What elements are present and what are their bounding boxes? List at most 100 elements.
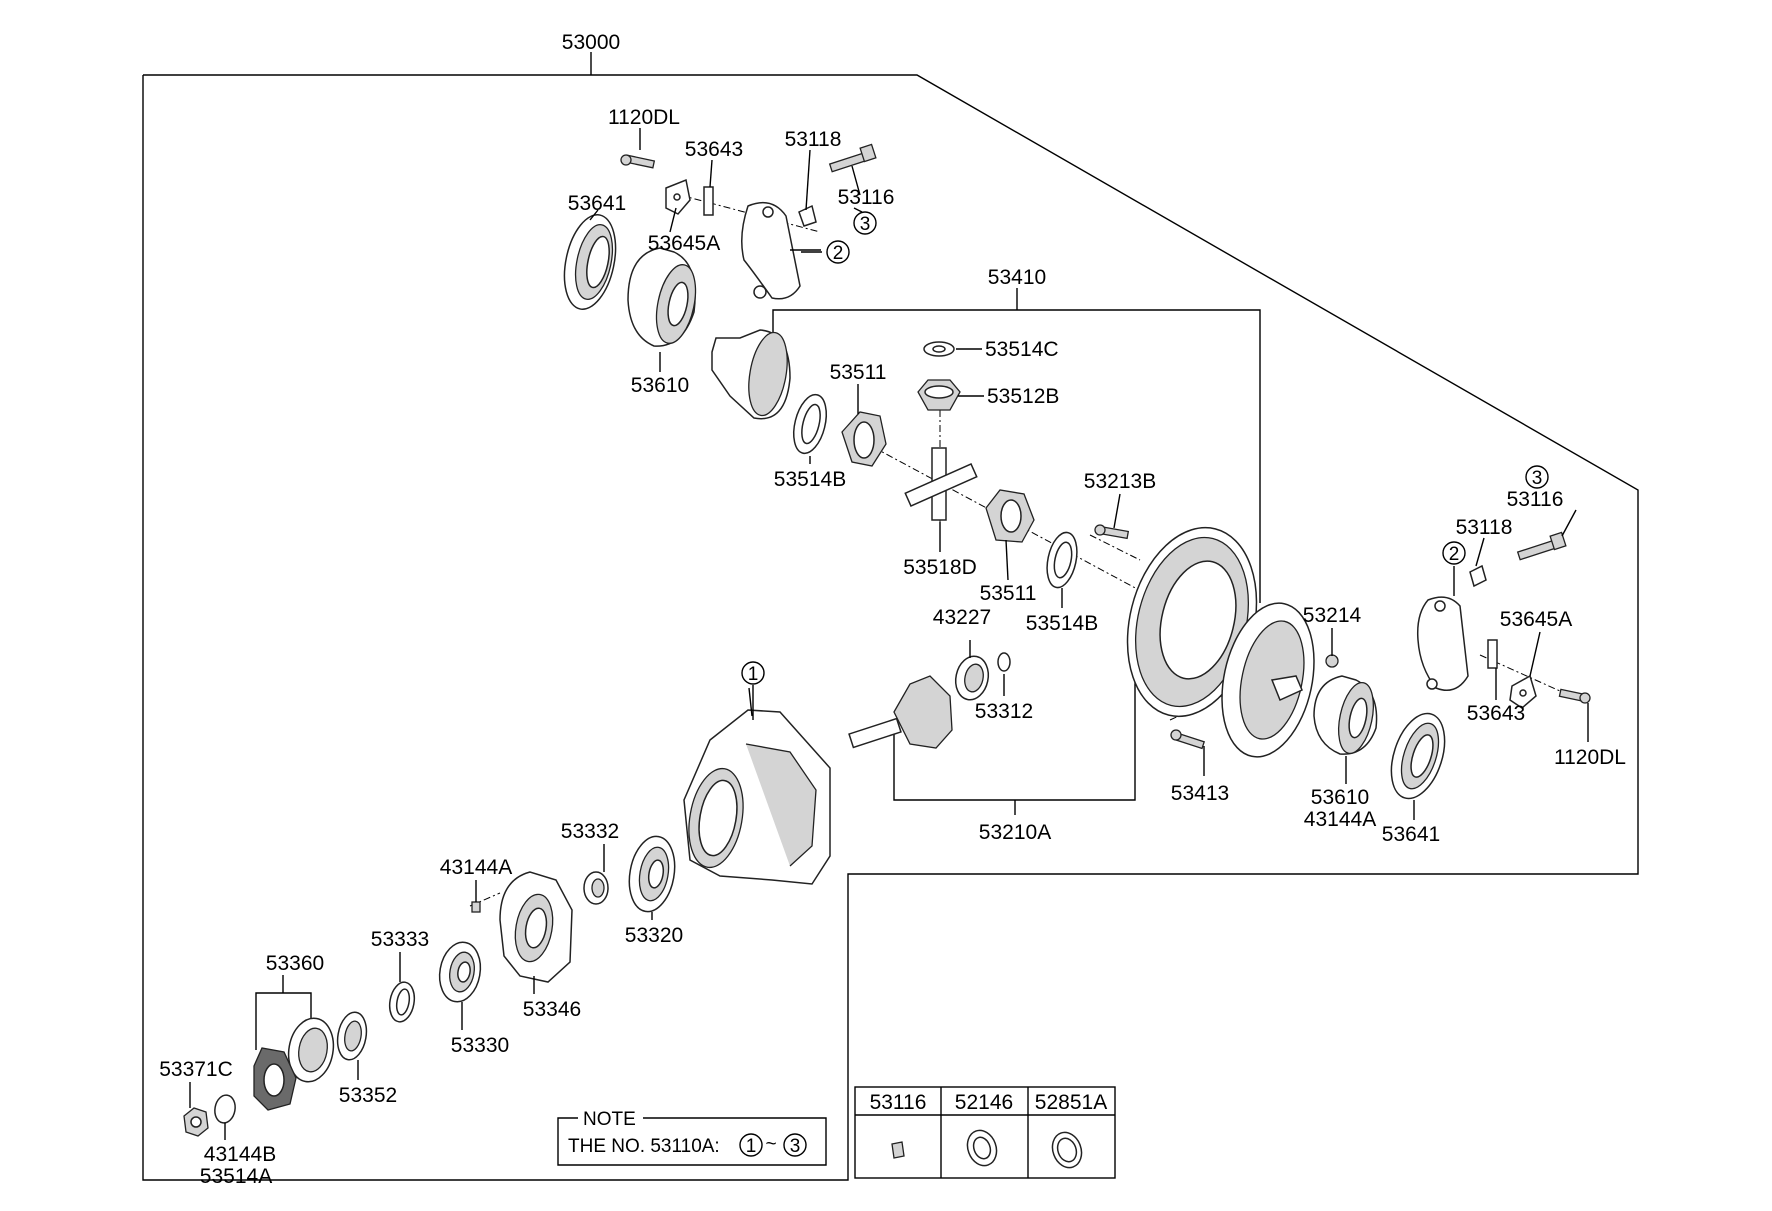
table-header-53116[interactable]: 53116 bbox=[870, 1091, 927, 1114]
label-53333[interactable]: 53333 bbox=[371, 928, 429, 951]
label-53118-right[interactable]: 53118 bbox=[1456, 516, 1513, 539]
subassembly-53360-label[interactable]: 53360 bbox=[266, 952, 324, 975]
lock-plate-53645a-right[interactable] bbox=[1509, 674, 1537, 709]
label-53413[interactable]: 53413 bbox=[1171, 782, 1229, 805]
label-53352[interactable]: 53352 bbox=[339, 1084, 397, 1107]
bolt-1120dl-right[interactable] bbox=[1558, 688, 1591, 704]
table-part-53116[interactable] bbox=[891, 1141, 905, 1159]
lock-washer-53118-top[interactable] bbox=[798, 204, 817, 227]
bolt-1120dl-top[interactable] bbox=[620, 154, 656, 169]
label-43144a-left[interactable]: 43144A bbox=[440, 856, 512, 879]
label-53312[interactable]: 53312 bbox=[975, 700, 1033, 723]
bearing-53330[interactable] bbox=[435, 939, 485, 1005]
label-53641-right[interactable]: 53641 bbox=[1382, 823, 1440, 846]
bearing-43227[interactable] bbox=[952, 653, 992, 703]
nut-53214[interactable] bbox=[1325, 654, 1339, 668]
drive-pinion[interactable] bbox=[848, 675, 953, 749]
note-range-to: 3 bbox=[790, 1136, 801, 1157]
retainer-53346[interactable] bbox=[499, 871, 573, 983]
label-53346[interactable]: 53346 bbox=[523, 998, 581, 1021]
label-43144a-right[interactable]: 43144A bbox=[1304, 808, 1376, 831]
subassembly-53360-frame: 53360 bbox=[255, 952, 324, 1050]
assembly-number-label[interactable]: 53000 bbox=[562, 31, 620, 54]
label-53512b[interactable]: 53512B bbox=[987, 385, 1059, 408]
label-53116-right[interactable]: 53116 bbox=[1507, 488, 1564, 511]
callout-3-top: 3 bbox=[853, 211, 877, 235]
shim-53643-top[interactable] bbox=[703, 186, 714, 216]
adjuster-53641-right[interactable] bbox=[1382, 707, 1455, 806]
label-53330[interactable]: 53330 bbox=[451, 1034, 509, 1057]
label-53371c[interactable]: 53371C bbox=[159, 1058, 233, 1081]
part-labels: 1120DL 53643 53118 53116 53641 53645A 53… bbox=[159, 106, 1626, 1188]
label-53332[interactable]: 53332 bbox=[561, 820, 619, 843]
side-gear-53511-bottom[interactable] bbox=[985, 489, 1035, 543]
ring-gear[interactable] bbox=[1109, 514, 1276, 730]
label-53213b[interactable]: 53213B bbox=[1084, 470, 1156, 493]
washer-53514b-right[interactable] bbox=[1042, 530, 1081, 591]
loose-parts-table: 53116 52146 52851A bbox=[854, 1086, 1116, 1179]
svg-text:2: 2 bbox=[833, 243, 844, 264]
shim-53643-right[interactable] bbox=[1487, 639, 1498, 669]
table-part-52146[interactable] bbox=[963, 1126, 1002, 1169]
pinion-gear-53512b[interactable] bbox=[917, 379, 961, 411]
label-53645a-top[interactable]: 53645A bbox=[648, 232, 720, 255]
lock-washer-53118-right[interactable] bbox=[1469, 564, 1487, 588]
label-53514c[interactable]: 53514C bbox=[985, 338, 1059, 361]
label-53610-right[interactable]: 53610 bbox=[1311, 786, 1369, 809]
companion-flange-53360[interactable] bbox=[253, 1047, 297, 1111]
note-range-sep: ~ bbox=[765, 1134, 776, 1155]
table-header-52851a[interactable]: 52851A bbox=[1035, 1091, 1107, 1114]
carrier-housing[interactable] bbox=[682, 709, 831, 885]
label-53643-right[interactable]: 53643 bbox=[1467, 702, 1525, 725]
differential-case-53214-side[interactable] bbox=[1209, 595, 1328, 766]
nut-53371c[interactable] bbox=[183, 1107, 209, 1137]
spacer-53332[interactable] bbox=[583, 871, 609, 905]
lock-plate-53645a-top[interactable] bbox=[665, 178, 691, 215]
label-53116-top[interactable]: 53116 bbox=[838, 186, 895, 209]
label-53610-top[interactable]: 53610 bbox=[631, 374, 689, 397]
table-header-52146[interactable]: 52146 bbox=[955, 1091, 1013, 1114]
dust-cover-53360[interactable] bbox=[284, 1015, 338, 1086]
oil-seal-53352[interactable] bbox=[334, 1010, 370, 1062]
adjuster-53641-top[interactable] bbox=[557, 210, 624, 314]
label-53320[interactable]: 53320 bbox=[625, 924, 683, 947]
thrust-washer-53514c[interactable] bbox=[923, 341, 955, 357]
washer-43144b[interactable] bbox=[213, 1093, 238, 1124]
label-53514a[interactable]: 53514A bbox=[200, 1165, 272, 1188]
label-1120dl-right[interactable]: 1120DL bbox=[1554, 746, 1626, 769]
label-43227[interactable]: 43227 bbox=[933, 606, 991, 629]
bearing-cap-top[interactable] bbox=[741, 201, 801, 300]
label-53118-top[interactable]: 53118 bbox=[785, 128, 842, 151]
label-53514b-left[interactable]: 53514B bbox=[774, 468, 846, 491]
label-53641-top[interactable]: 53641 bbox=[568, 192, 626, 215]
table-part-52851a[interactable] bbox=[1048, 1128, 1087, 1171]
bearing-53610-top[interactable] bbox=[627, 247, 702, 347]
label-53645a-right[interactable]: 53645A bbox=[1500, 608, 1572, 631]
bearing-53610-right[interactable] bbox=[1313, 675, 1379, 757]
label-43144b[interactable]: 43144B bbox=[204, 1143, 276, 1166]
bolt-53116-top[interactable] bbox=[828, 143, 877, 173]
bolt-53413[interactable] bbox=[1170, 729, 1206, 750]
bolt-53213b[interactable] bbox=[1094, 524, 1130, 540]
snap-ring-53312[interactable] bbox=[997, 652, 1011, 672]
side-gear-53511-top[interactable] bbox=[841, 411, 887, 467]
subassembly-53210a-label[interactable]: 53210A bbox=[979, 821, 1051, 844]
washer-53514b-left[interactable] bbox=[788, 391, 832, 456]
label-1120dl-top[interactable]: 1120DL bbox=[608, 106, 680, 129]
plug-43144a-left[interactable] bbox=[471, 901, 481, 913]
label-53643-top[interactable]: 53643 bbox=[685, 138, 743, 161]
bearing-cap-right[interactable] bbox=[1416, 596, 1469, 691]
differential-case-half[interactable] bbox=[711, 329, 793, 420]
label-53511-bottom[interactable]: 53511 bbox=[980, 582, 1037, 605]
washer-53333[interactable] bbox=[387, 980, 418, 1024]
svg-text:3: 3 bbox=[860, 214, 871, 235]
subassembly-53410-label[interactable]: 53410 bbox=[988, 266, 1046, 289]
bearing-53320[interactable] bbox=[624, 833, 681, 915]
spider-53518d[interactable] bbox=[904, 447, 978, 521]
label-53214[interactable]: 53214 bbox=[1303, 604, 1362, 627]
label-53518d[interactable]: 53518D bbox=[903, 556, 977, 579]
label-53514b-right[interactable]: 53514B bbox=[1026, 612, 1098, 635]
label-53511-top[interactable]: 53511 bbox=[830, 361, 887, 384]
bolt-53116-right[interactable] bbox=[1516, 531, 1567, 561]
